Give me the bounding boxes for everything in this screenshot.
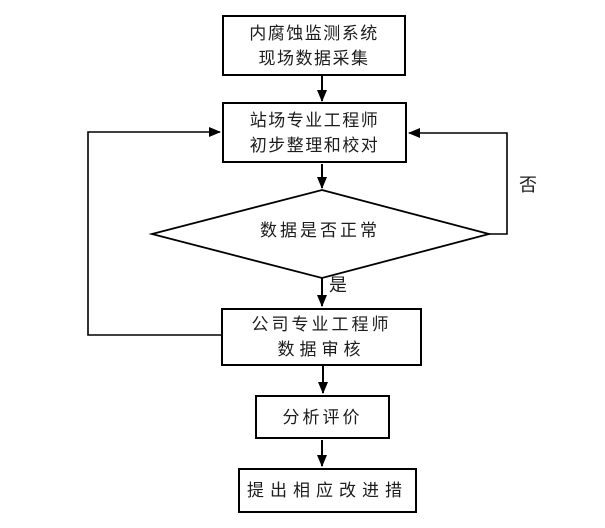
node-field-data-collection: 内腐蚀监测系统 现场数据采集 bbox=[222, 15, 406, 76]
node-text-line: 提出相应改进措 bbox=[247, 481, 408, 500]
decision-diamond-shape bbox=[148, 189, 493, 279]
edge-decision-no-loop bbox=[408, 128, 508, 235]
label-no: 否 bbox=[519, 175, 537, 195]
node-text-line: 内腐蚀监测系统 bbox=[249, 23, 379, 43]
node-company-engineer-review: 公司专业工程师 数据审核 bbox=[221, 308, 422, 366]
node-text-line: 初步整理和校对 bbox=[249, 135, 380, 155]
node-text-line: 分析评价 bbox=[282, 407, 363, 427]
node-text-line: 现场数据采集 bbox=[258, 48, 370, 68]
node-analysis-evaluation: 分析评价 bbox=[255, 395, 390, 439]
node-station-engineer-check: 站场专业工程师 初步整理和校对 bbox=[222, 102, 407, 163]
node-propose-improvements: 提出相应改进措 bbox=[238, 468, 417, 513]
node-text-line: 公司专业工程师 bbox=[251, 315, 392, 334]
node-text-line: 站场专业工程师 bbox=[249, 110, 380, 130]
node-data-normal-decision: 数据是否正常 bbox=[260, 221, 380, 240]
edge-review-back-loop bbox=[87, 127, 221, 336]
node-text-line: 数据审核 bbox=[277, 340, 366, 359]
label-yes: 是 bbox=[329, 275, 347, 295]
